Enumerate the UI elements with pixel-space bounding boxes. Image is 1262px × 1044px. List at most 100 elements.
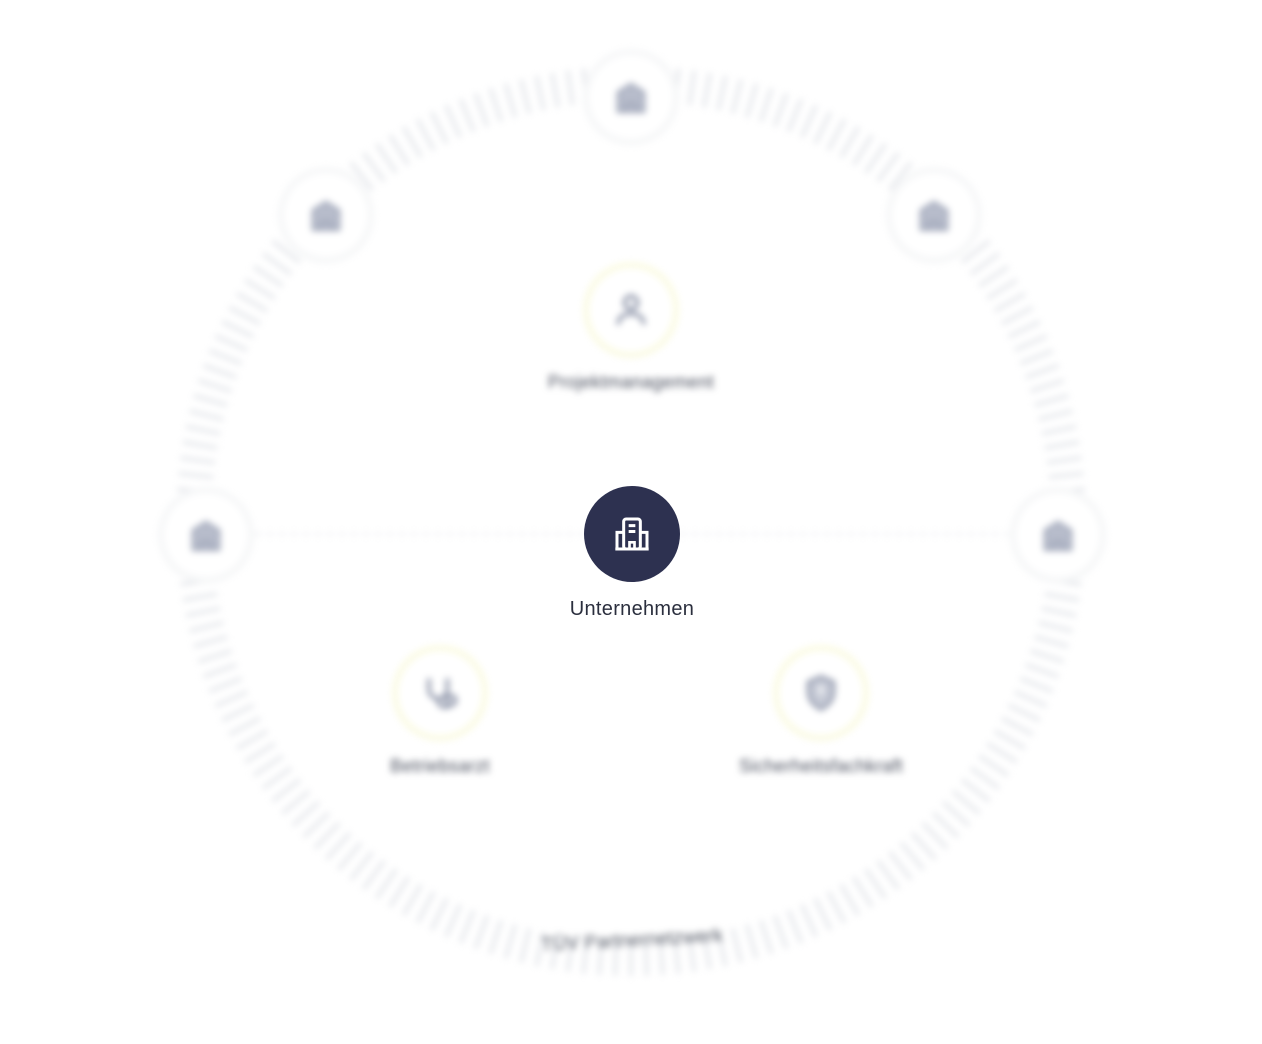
ring-tick (349, 850, 374, 881)
shield-icon (806, 674, 836, 712)
building-icon (616, 82, 646, 113)
ring-tick (182, 591, 218, 602)
ring-tick (271, 778, 302, 803)
ring-tick (826, 118, 847, 152)
outer-node-top-left[interactable] (284, 173, 368, 257)
center-node-unternehmen[interactable] (584, 486, 680, 582)
ring-tick (202, 363, 238, 380)
ring-tick (361, 859, 386, 891)
ring-tick (429, 897, 449, 931)
ring-tick (758, 87, 774, 123)
ring-tick (786, 909, 804, 944)
building-icon (919, 200, 949, 231)
outer-node-right[interactable] (1016, 493, 1100, 577)
ring-tick (518, 928, 532, 963)
ring-tick (518, 79, 532, 114)
ring-tick (986, 741, 1018, 764)
ring-tick (349, 161, 374, 192)
ring-tick (208, 348, 243, 366)
ring-tick (178, 471, 214, 480)
ring-tick (1034, 393, 1069, 408)
ring-tick (921, 821, 949, 850)
ring-tick (1046, 455, 1082, 465)
ring-tick (701, 72, 712, 108)
ring-tick (374, 868, 398, 900)
ring-tick (261, 251, 293, 276)
ring-tick (941, 800, 971, 827)
ring-tick (658, 939, 665, 976)
ring-tick (235, 291, 269, 313)
ring-tick (1024, 363, 1060, 380)
ring-tick (813, 897, 833, 931)
stethoscope-icon (427, 678, 458, 709)
node-projektmanagement[interactable] (589, 268, 673, 352)
ring-tick (458, 98, 476, 133)
ring-tick (180, 455, 216, 465)
ring-tick (281, 789, 311, 816)
ring-tick (1034, 634, 1069, 649)
label-projektmanagement: Projektmanagement (547, 372, 715, 392)
ring-tick (993, 729, 1027, 751)
ring-tick (176, 487, 213, 494)
ring-tick (1024, 662, 1060, 679)
ring-tick (182, 440, 218, 451)
ring-tick (534, 75, 546, 111)
ring-tick (910, 831, 937, 861)
ring-tick (1044, 440, 1080, 451)
ring-tick (986, 278, 1018, 301)
ring-tick (839, 883, 861, 917)
ring-tick (1019, 676, 1054, 694)
ring-tick (193, 393, 228, 408)
ring-tick (415, 118, 436, 152)
ring-tick (701, 934, 712, 970)
ring-tick (228, 305, 262, 326)
ring-tick (252, 264, 284, 288)
ring-tick (899, 841, 926, 871)
ring-tick (960, 239, 991, 264)
ring-tick (189, 620, 224, 634)
ring-tick (388, 134, 411, 166)
ring-tick (1013, 690, 1048, 708)
ring-tick (180, 577, 216, 587)
ring-tick (185, 424, 221, 436)
ring-tick (758, 919, 774, 955)
ring-tick (1029, 648, 1065, 664)
node-betriebsarzt[interactable] (398, 651, 482, 735)
ring-tick (951, 789, 981, 816)
outer-node-top[interactable] (589, 55, 673, 139)
ring-tick (1038, 620, 1073, 634)
ring-tick (1044, 591, 1080, 602)
ring-tick (473, 914, 490, 950)
ring-tick (876, 151, 901, 183)
node-sicherheitsfachkraft[interactable] (779, 651, 863, 735)
ring-tick (221, 319, 255, 339)
outer-node-top-right[interactable] (892, 173, 976, 257)
ring-tick (550, 934, 561, 970)
ring-tick (261, 766, 293, 791)
ring-tick (1046, 577, 1082, 587)
ring-tick (969, 766, 1001, 791)
building-icon (615, 517, 649, 551)
ring-tick (800, 104, 818, 139)
ring-tick (221, 703, 255, 723)
ring-tick (931, 811, 960, 839)
ring-tick (1041, 606, 1077, 618)
ring-tick (643, 940, 649, 976)
ring-tick (444, 903, 462, 938)
ring-tick (401, 883, 423, 917)
ring-tick (864, 142, 888, 174)
ring-tick (325, 831, 352, 861)
ring-tick (716, 931, 728, 967)
ring-tick (550, 72, 561, 108)
ring-tick (302, 811, 331, 839)
ring-tick (401, 125, 423, 159)
ring-tick (214, 690, 249, 708)
outer-node-left[interactable] (164, 493, 248, 577)
ring-tick (730, 928, 744, 963)
ring-tick (687, 936, 697, 972)
ring-tick (800, 903, 818, 938)
ring-tick (1041, 424, 1077, 436)
ring-tick (969, 251, 1001, 276)
ring-tick (672, 938, 681, 974)
ring-tick (503, 924, 518, 959)
